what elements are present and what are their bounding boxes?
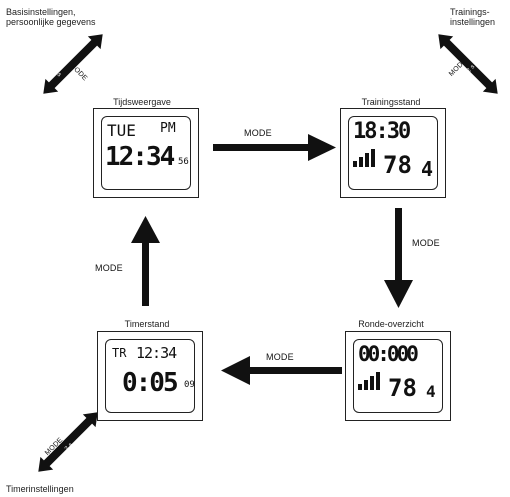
corner-arrow-bottom-left — [38, 412, 98, 472]
lcd-timer-seconds: 09 — [184, 380, 195, 390]
corner-label-training-settings: Trainings- instellingen — [450, 7, 495, 27]
lcd-training-side: 4 — [421, 157, 434, 181]
corner-arrow-top-left — [43, 34, 103, 94]
lcd-timerstand: TR 12:34 0:05 09 — [105, 339, 195, 413]
lcd-seconds: 56 — [178, 157, 189, 167]
corner-label-basic-settings: Basisinstellingen, persoonlijke gegevens — [6, 7, 96, 27]
arrow-left — [221, 356, 342, 385]
corner-label-training-settings-line2: instellingen — [450, 17, 496, 27]
watch-screen-tijdsweergave: TUE PM 12:34 56 — [93, 108, 199, 198]
title-ronde-overzicht: Ronde-overzicht — [358, 319, 424, 329]
title-trainingsstand: Trainingsstand — [361, 97, 421, 107]
lcd-day: TUE — [107, 121, 136, 140]
lcd-time: 12:34 — [105, 142, 175, 172]
arrow-up — [131, 216, 160, 306]
lcd-ampm: PM — [160, 121, 176, 136]
arrow-down — [384, 208, 413, 308]
corner-label-training-settings-line1: Trainings- — [450, 7, 490, 17]
lcd-timer-main: 0:05 — [122, 368, 179, 398]
title-timerstand: Timerstand — [124, 319, 170, 329]
lcd-ronde-side: 4 — [426, 382, 436, 401]
lcd-ronde-main: 78 — [388, 374, 417, 402]
title-tijdsweergave: Tijdsweergave — [113, 97, 171, 107]
arrow-right — [213, 134, 336, 161]
lcd-ronde-bargraph-icon — [358, 372, 380, 390]
lcd-ronde-top: 00:000 — [358, 342, 419, 366]
watch-screen-trainingsstand: 18:30 78 4 — [340, 108, 446, 198]
lcd-bargraph-icon — [353, 149, 375, 167]
watch-screen-timerstand: TR 12:34 0:05 09 — [97, 331, 203, 421]
corner-label-basic-settings-line1: Basisinstellingen, — [6, 7, 76, 17]
mode-label-up: MODE — [95, 263, 123, 273]
corner-arrow-top-right — [438, 34, 498, 94]
lcd-timer-label: TR — [112, 346, 127, 360]
lcd-trainingsstand: 18:30 78 4 — [348, 116, 438, 190]
lcd-tijdsweergave: TUE PM 12:34 56 — [101, 116, 191, 190]
mode-label-left: MODE — [266, 352, 294, 362]
corner-label-basic-settings-line2: persoonlijke gegevens — [6, 17, 96, 27]
watch-screen-ronde-overzicht: 00:000 78 4 — [345, 331, 451, 421]
mode-label-right: MODE — [244, 128, 272, 138]
lcd-timer-top: 12:34 — [136, 344, 177, 362]
corner-label-timer-settings: Timerinstellingen — [6, 484, 74, 494]
lcd-training-top: 18:30 — [353, 119, 411, 144]
lcd-training-main: 78 — [383, 151, 412, 179]
lcd-ronde-overzicht: 00:000 78 4 — [353, 339, 443, 413]
mode-label-down: MODE — [412, 238, 440, 248]
